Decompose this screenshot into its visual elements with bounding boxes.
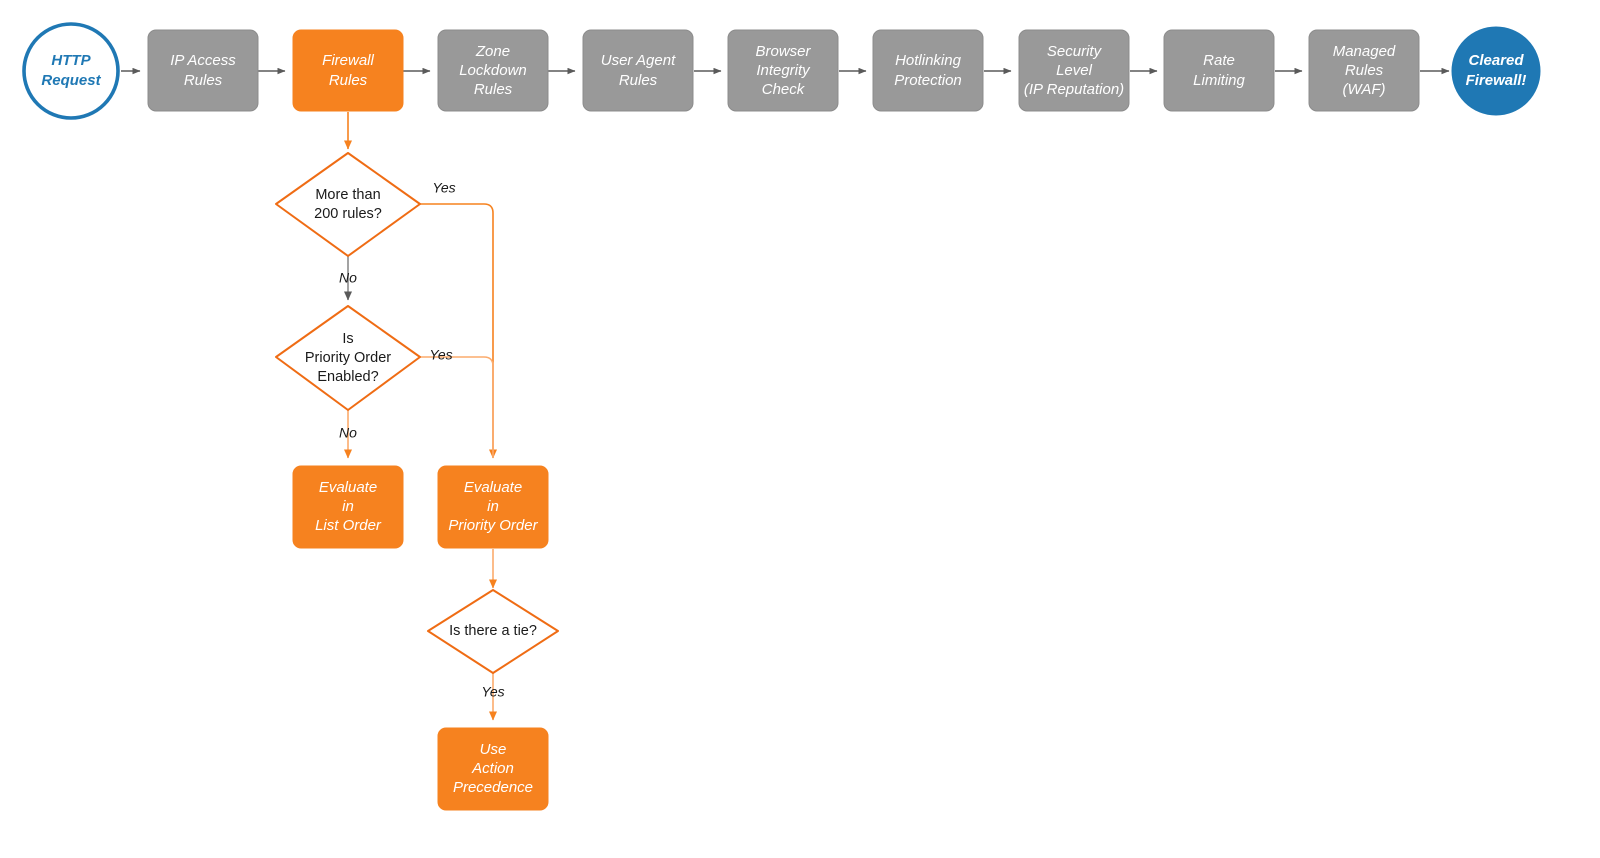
decision-is-priority-order-enabled[interactable]: Is Priority Order Enabled? bbox=[275, 305, 421, 411]
node-http-request[interactable]: HTTP Request bbox=[22, 22, 120, 120]
node-hotlinking-protection[interactable]: Hotlinking Protection bbox=[872, 29, 984, 112]
rate-limiting-label-line1: Rate bbox=[1203, 52, 1235, 69]
is-priority-order-enabled-label-line1: Is bbox=[342, 331, 353, 347]
browser-integrity-check-label-line3: Check bbox=[762, 81, 806, 98]
evaluate-in-list-order-box[interactable] bbox=[292, 465, 404, 549]
branch-connectors: right, down to Evaluate in Priority Orde… bbox=[344, 112, 497, 721]
use-action-precedence-label-line1: Use bbox=[480, 741, 507, 758]
more-than-200-rules-label-line1: More than bbox=[315, 187, 380, 203]
user-agent-rules-label-line1: User Agent bbox=[601, 52, 676, 69]
managed-rules-waf-label-line3: (WAF) bbox=[1342, 81, 1385, 98]
decision-more-than-200-rules[interactable]: More than 200 rules? bbox=[275, 152, 421, 257]
edge-priority-yes bbox=[420, 356, 494, 458]
ip-access-rules-label-line2: Rules bbox=[184, 72, 223, 89]
ip-access-rules-label-line1: IP Access bbox=[170, 52, 236, 69]
managed-rules-waf-label-line1: Managed bbox=[1333, 43, 1396, 60]
hotlinking-protection-box[interactable] bbox=[872, 29, 984, 112]
node-managed-rules-waf[interactable]: Managed Rules (WAF) bbox=[1308, 29, 1420, 112]
zone-lockdown-rules-label-line3: Rules bbox=[474, 81, 513, 98]
evaluate-in-priority-order-label-line1: Evaluate bbox=[464, 479, 522, 496]
evaluate-in-priority-order-label-line2: in bbox=[487, 498, 499, 515]
edge-label-priority-yes: Yes bbox=[429, 347, 452, 363]
zone-lockdown-rules-label-line1: Zone bbox=[475, 43, 510, 60]
is-priority-order-enabled-label-line3: Enabled? bbox=[317, 369, 378, 385]
security-level-box[interactable] bbox=[1018, 29, 1130, 112]
security-level-label-line2: Level bbox=[1056, 62, 1093, 79]
firewall-rules-label-line1: Firewall bbox=[322, 52, 374, 69]
edge-labels: Yes No Yes No Yes bbox=[339, 180, 505, 700]
firewall-rules-box[interactable] bbox=[292, 29, 404, 112]
firewall-rules-label-line2: Rules bbox=[329, 72, 368, 89]
node-ip-access-rules[interactable]: IP Access Rules bbox=[147, 29, 259, 112]
node-use-action-precedence[interactable]: Use Action Precedence bbox=[437, 727, 549, 811]
is-priority-order-enabled-diamond[interactable] bbox=[275, 305, 421, 411]
managed-rules-waf-label-line2: Rules bbox=[1345, 62, 1384, 79]
node-zone-lockdown-rules[interactable]: Zone Lockdown Rules bbox=[437, 29, 549, 112]
edge-label-rules-no: No bbox=[339, 270, 357, 286]
hotlinking-protection-label-line1: Hotlinking bbox=[895, 52, 962, 69]
evaluate-in-list-order-label-line1: Evaluate bbox=[319, 479, 377, 496]
security-level-label-line1: Security bbox=[1047, 43, 1103, 60]
hotlinking-protection-label-line2: Protection bbox=[894, 72, 962, 89]
is-there-a-tie-label: Is there a tie? bbox=[449, 623, 537, 639]
security-level-label-line3: (IP Reputation) bbox=[1024, 81, 1124, 98]
zone-lockdown-rules-label-line2: Lockdown bbox=[459, 62, 527, 79]
use-action-precedence-label-line2: Action bbox=[471, 760, 514, 777]
evaluate-in-priority-order-label-line3: Priority Order bbox=[448, 517, 538, 534]
http-request-label-line2: Request bbox=[41, 72, 101, 89]
is-priority-order-enabled-label-line2: Priority Order bbox=[305, 350, 391, 366]
evaluate-in-list-order-label-line3: List Order bbox=[315, 517, 382, 534]
evaluate-in-list-order-label-line2: in bbox=[342, 498, 354, 515]
node-firewall-rules[interactable]: Firewall Rules bbox=[292, 29, 404, 112]
node-security-level[interactable]: Security Level (IP Reputation) bbox=[1018, 29, 1130, 112]
edge-rulecount-yes bbox=[420, 203, 497, 459]
edge-label-priority-no: No bbox=[339, 425, 357, 441]
more-than-200-rules-diamond[interactable] bbox=[275, 152, 421, 257]
node-cleared-firewall[interactable]: Cleared Firewall! bbox=[1451, 26, 1541, 116]
node-evaluate-in-priority-order[interactable]: Evaluate in Priority Order bbox=[437, 465, 549, 549]
rate-limiting-box[interactable] bbox=[1163, 29, 1275, 112]
ip-access-rules-box[interactable] bbox=[147, 29, 259, 112]
node-user-agent-rules[interactable]: User Agent Rules bbox=[582, 29, 694, 112]
evaluate-in-priority-order-box[interactable] bbox=[437, 465, 549, 549]
edge-label-tie-yes: Yes bbox=[481, 684, 504, 700]
browser-integrity-check-box[interactable] bbox=[727, 29, 839, 112]
use-action-precedence-box[interactable] bbox=[437, 727, 549, 811]
user-agent-rules-box[interactable] bbox=[582, 29, 694, 112]
more-than-200-rules-label-line2: 200 rules? bbox=[314, 206, 382, 222]
use-action-precedence-label-line3: Precedence bbox=[453, 779, 533, 796]
node-browser-integrity-check[interactable]: Browser Integrity Check bbox=[727, 29, 839, 112]
edge-label-rules-yes: Yes bbox=[432, 180, 455, 196]
cleared-firewall-label-line2: Firewall! bbox=[1466, 72, 1527, 89]
http-request-label-line1: HTTP bbox=[51, 52, 91, 69]
zone-lockdown-rules-box[interactable] bbox=[437, 29, 549, 112]
node-rate-limiting[interactable]: Rate Limiting bbox=[1163, 29, 1275, 112]
http-request-circle[interactable] bbox=[22, 22, 120, 120]
cleared-firewall-circle[interactable] bbox=[1451, 26, 1541, 116]
browser-integrity-check-label-line2: Integrity bbox=[756, 62, 811, 79]
managed-rules-waf-box[interactable] bbox=[1308, 29, 1420, 112]
is-there-a-tie-diamond[interactable] bbox=[427, 589, 559, 674]
browser-integrity-check-label-line1: Browser bbox=[755, 43, 811, 60]
user-agent-rules-label-line2: Rules bbox=[619, 72, 658, 89]
decision-is-there-a-tie[interactable]: Is there a tie? bbox=[427, 589, 559, 674]
node-evaluate-in-list-order[interactable]: Evaluate in List Order bbox=[292, 465, 404, 549]
rate-limiting-label-line2: Limiting bbox=[1193, 72, 1245, 89]
cleared-firewall-label-line1: Cleared bbox=[1468, 52, 1524, 69]
